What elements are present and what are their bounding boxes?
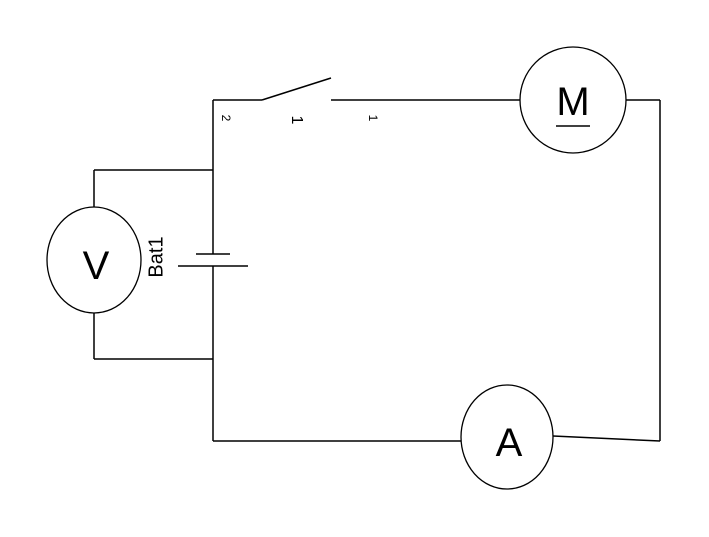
- voltmeter-circle[interactable]: [46, 206, 142, 314]
- voltmeter-symbol: V: [83, 244, 110, 288]
- switch-label: 1: [288, 116, 305, 125]
- motor-circle[interactable]: [519, 46, 627, 154]
- switch-pin-right-label: 1: [366, 115, 380, 122]
- wire-bottom-right: [552, 435, 661, 442]
- switch-blade[interactable]: [261, 77, 332, 101]
- switch-pin-left-label: 2: [219, 115, 233, 122]
- ammeter-symbol: A: [496, 421, 523, 465]
- battery-label: Bat1: [145, 236, 167, 277]
- ammeter-circle[interactable]: [460, 384, 554, 490]
- motor-symbol: M: [556, 80, 589, 124]
